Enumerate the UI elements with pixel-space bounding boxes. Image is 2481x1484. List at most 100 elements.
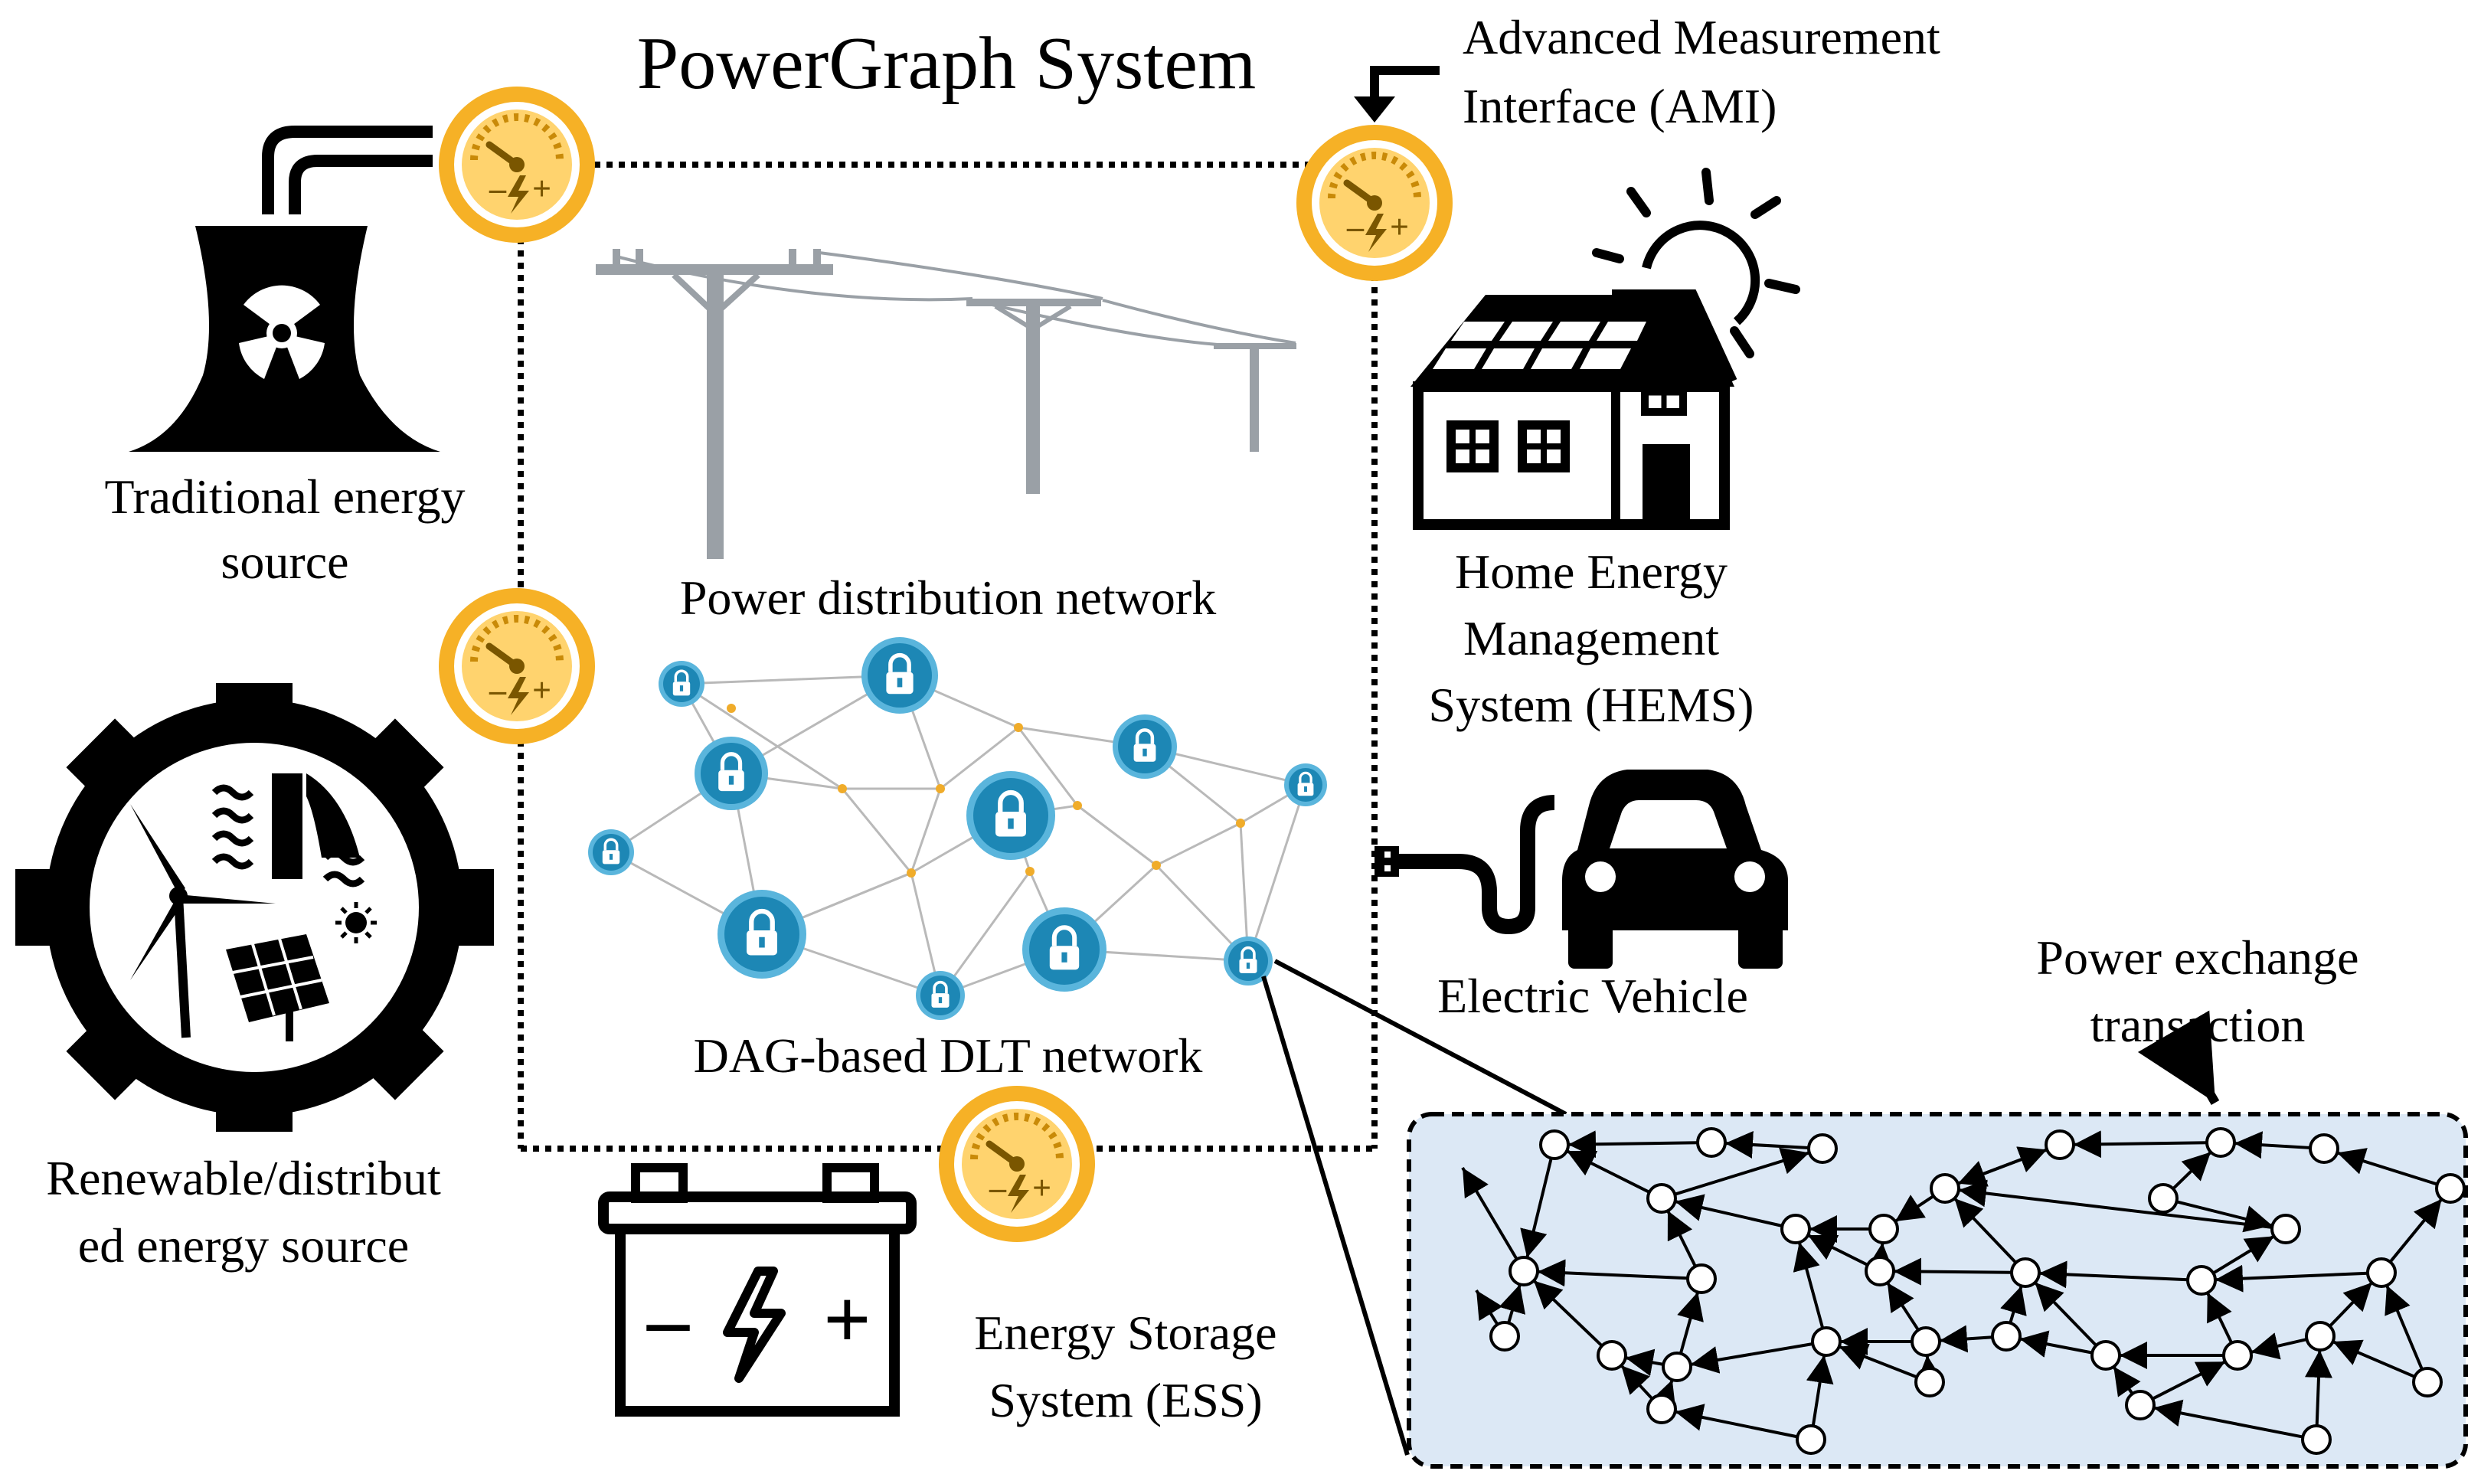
dag-edge (2153, 1399, 2303, 1439)
dag-edge (1939, 1325, 1993, 1353)
battery-minus: – (646, 1273, 690, 1366)
dag-node (1509, 1256, 1539, 1286)
dag-edge (2234, 1131, 2311, 1159)
dag-node (1780, 1214, 1811, 1244)
dag-edge (1675, 1404, 1798, 1439)
dag-edge (2332, 1339, 2416, 1378)
transaction-label-line1: Power exchange (2036, 930, 2358, 985)
dag-edge (1724, 1131, 1809, 1159)
dag-edge (1793, 1241, 1825, 1329)
dag-node (2045, 1129, 2075, 1160)
dlt-network-label: DAG-based DLT network (694, 1028, 1203, 1083)
dag-edge (1537, 1259, 1688, 1287)
dag-node (2366, 1257, 2397, 1288)
meter-icon (1296, 125, 1453, 281)
transaction-label-line2: transaction (2090, 998, 2306, 1052)
house-solar-icon (1410, 168, 1800, 530)
dag-node (1796, 1424, 1826, 1455)
electric-car-icon (1375, 770, 1788, 969)
dag-edge (1566, 1149, 1650, 1194)
ess-label-line2: System (ESS) (989, 1373, 1262, 1427)
dag-node (2435, 1173, 2466, 1204)
dag-edge (1625, 1348, 1664, 1377)
dag-node (2186, 1265, 2217, 1296)
dag-edge (2305, 1349, 2332, 1427)
dag-node (2270, 1214, 2301, 1244)
dag-node (1930, 1173, 1960, 1204)
page-title: PowerGraph System (637, 22, 1256, 105)
dag-node (2222, 1340, 2253, 1371)
meter-icon (439, 87, 595, 243)
dag-edge (1461, 1166, 1518, 1260)
dag-edge (1677, 1291, 1704, 1355)
nuclear-plant-icon (129, 126, 440, 452)
dag-edge (1649, 1379, 1676, 1410)
dag-edge (2215, 1264, 2368, 1293)
battery-icon: – + (598, 1163, 917, 1417)
power-network-label: Power distribution network (680, 570, 1216, 625)
dag-edge (2019, 1330, 2093, 1358)
dag-edge (2329, 1281, 2373, 1328)
traditional-label-line1: Traditional energy (104, 469, 465, 524)
dag-node (1539, 1129, 1570, 1160)
dag-node (1811, 1326, 1842, 1357)
dag-node (1686, 1263, 1717, 1294)
dag-edge (1567, 1130, 1698, 1159)
traditional-label-line2: source (221, 534, 348, 589)
dag-edge (1958, 1179, 2273, 1229)
dag-node (1865, 1256, 1895, 1286)
dag-edge (1499, 1283, 1526, 1324)
dag-edge (1674, 1147, 1810, 1196)
renewable-label-line1: Renewable/distribut (46, 1151, 441, 1205)
ami-arrow (1370, 66, 1440, 98)
battery-plus: + (823, 1273, 871, 1366)
dag-edge (2073, 1130, 2208, 1159)
dag-edge (2112, 1365, 2141, 1397)
dag-callout-lines (1261, 959, 1567, 1456)
dag-edge (2175, 1200, 2273, 1233)
dag-node (1914, 1367, 1945, 1397)
dag-edge (2388, 1198, 2443, 1263)
dag-node (1489, 1321, 1520, 1352)
meter-icon (939, 1086, 1095, 1242)
dag-edge (1916, 1355, 1943, 1384)
dag-node (1991, 1321, 2022, 1352)
dag-node (2148, 1183, 2179, 1214)
dag-node (2309, 1133, 2339, 1164)
dag-edge (1886, 1281, 1920, 1332)
dag-edge (1690, 1342, 1813, 1374)
dag-node (2010, 1257, 2041, 1288)
renewable-label-line2: ed energy source (78, 1218, 409, 1273)
dag-node (1597, 1340, 1627, 1371)
dag-edge (1620, 1364, 1654, 1401)
dag-node (1646, 1394, 1677, 1424)
dag-edge (2172, 1151, 2212, 1190)
dag-edge (1894, 1195, 1935, 1223)
dag-edge (2000, 1285, 2027, 1324)
dag-edge (1666, 1210, 1697, 1267)
dag-edge (2038, 1260, 2188, 1289)
meter-icon (439, 588, 595, 744)
dag-node (1696, 1127, 1727, 1158)
dag-node (2412, 1367, 2443, 1397)
dag-edges (1461, 1130, 2443, 1439)
dag-nodes (1489, 1127, 2466, 1455)
dag-edge (2034, 1281, 2097, 1347)
dag-node (1911, 1326, 1941, 1357)
dag-node (2090, 1340, 2121, 1371)
dag-node (1662, 1352, 1692, 1382)
dag-node (2301, 1424, 2332, 1455)
dag-edge (1957, 1148, 2048, 1187)
dag-edge (1475, 1289, 1503, 1325)
ess-label-line1: Energy Storage (974, 1306, 1276, 1360)
dlt-network (588, 637, 1327, 1020)
dag-edge (1520, 1158, 1553, 1258)
ev-label: Electric Vehicle (1437, 969, 1748, 1023)
ami-label-line1: Advanced Measurement (1463, 10, 1940, 64)
power-lines-icon (596, 249, 1296, 559)
dag-edge (1675, 1194, 1783, 1227)
dag-edge (2205, 1292, 2234, 1344)
dag-node (2125, 1390, 2156, 1420)
dag-edge (1807, 1234, 1868, 1267)
dag-node (1868, 1214, 1899, 1244)
